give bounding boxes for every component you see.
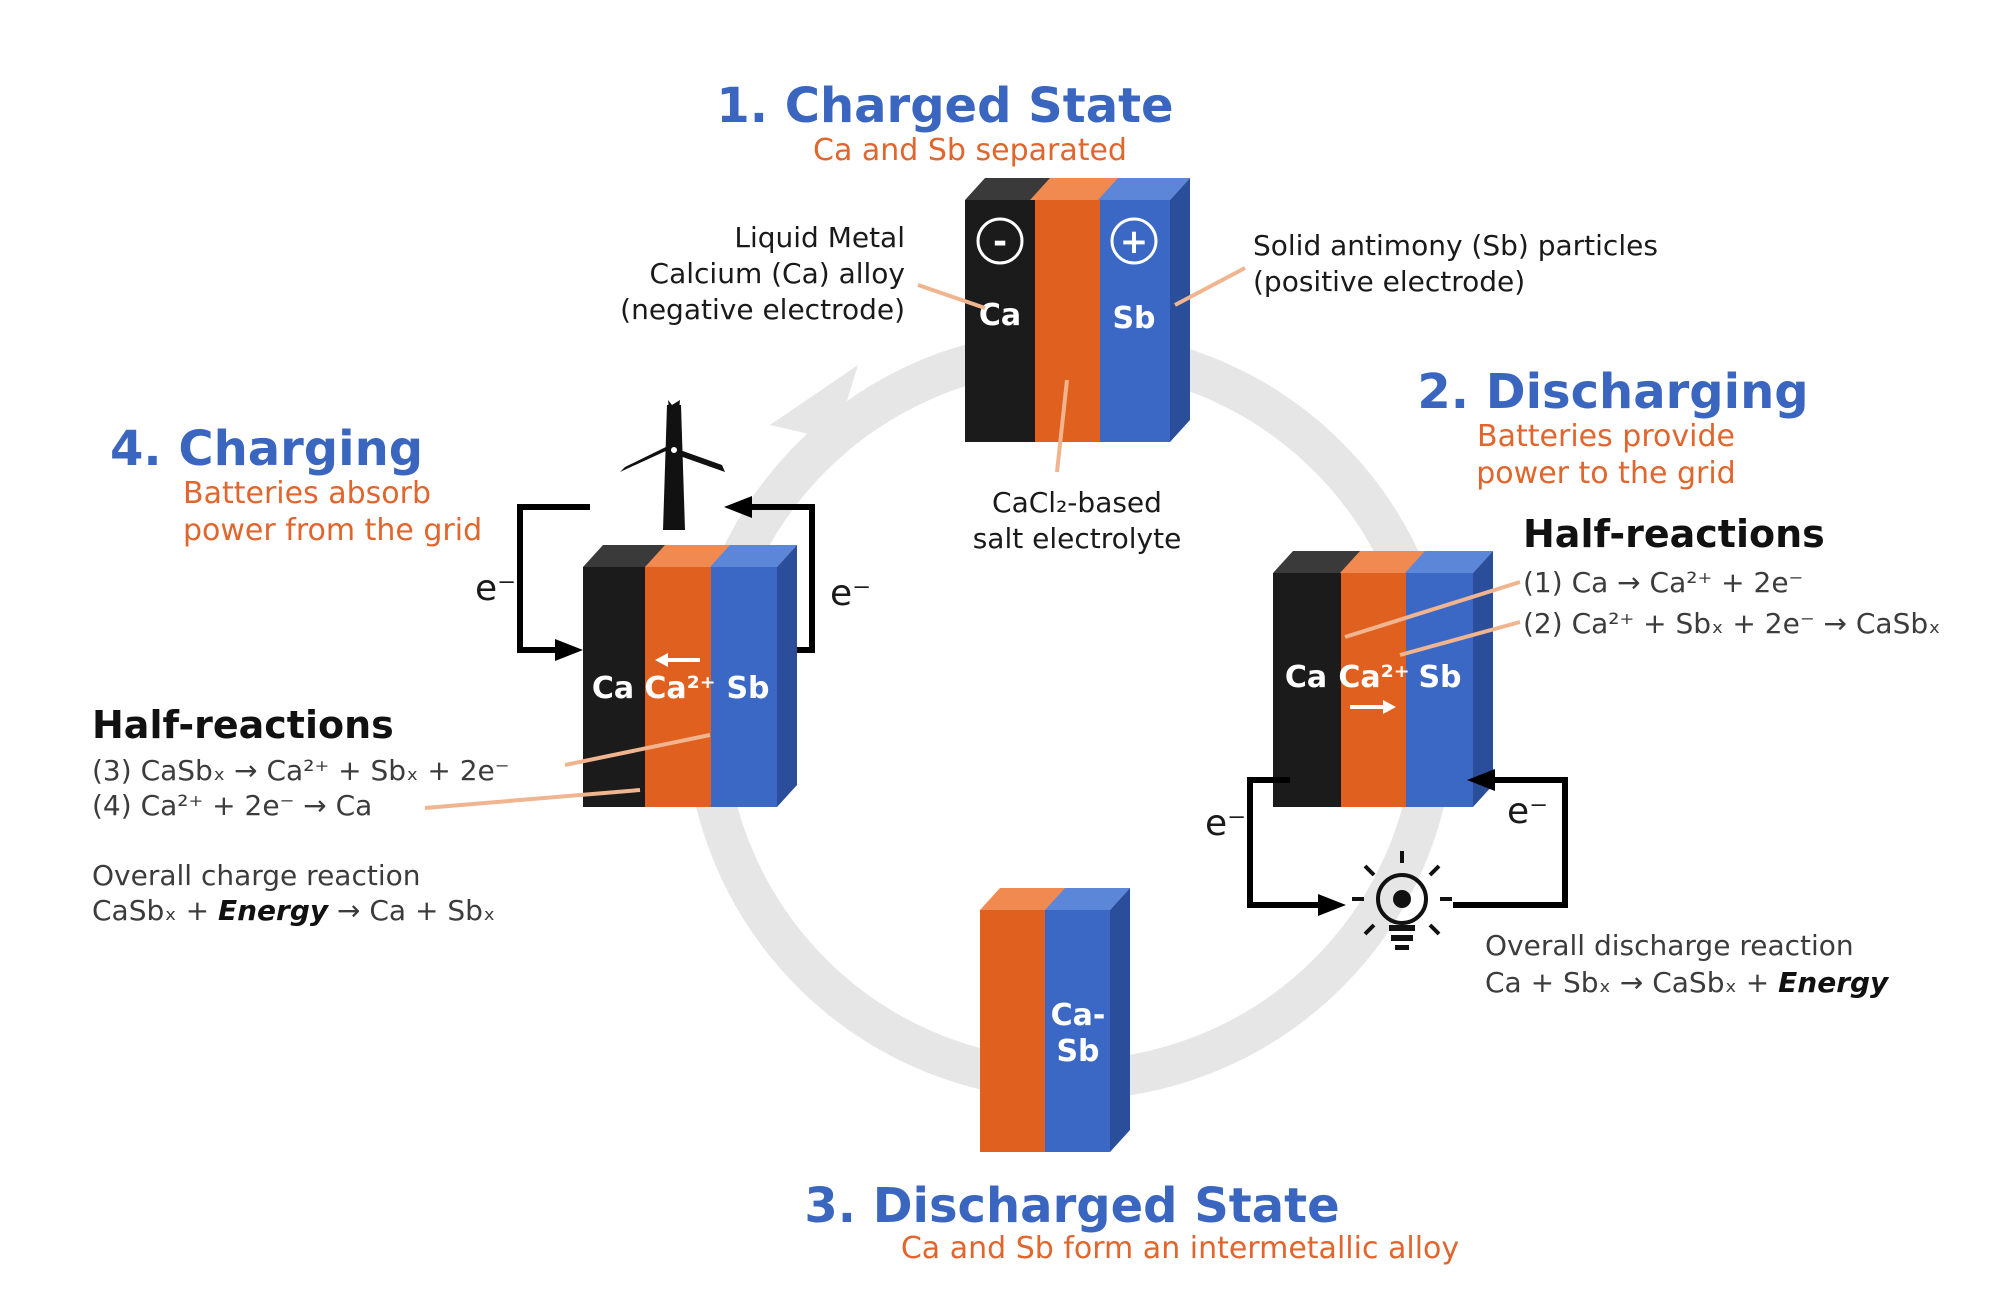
discharging-ca-ion-label: Ca²⁺	[1338, 660, 1409, 695]
discharge-circuit	[1247, 769, 1568, 916]
lightbulb-icon	[1352, 851, 1452, 950]
stage4-overall-eq-energy: Energy	[218, 894, 330, 927]
electrolyte-label-line1: CaCl₂-based	[992, 486, 1162, 519]
ion-flow-right-arrow-icon	[1350, 700, 1396, 714]
neg-electrode-label: Liquid Metal Calcium (Ca) alloy (negativ…	[620, 221, 986, 326]
stage4-half-reactions-header: Half-reactions	[92, 703, 394, 747]
stage1-title: 1. Charged State	[716, 78, 1173, 134]
discharging-cell-electrolyte	[1341, 573, 1407, 807]
charging-ca-ion-label: Ca²⁺	[644, 671, 715, 706]
discharged-cell-casb-alloy	[1045, 910, 1110, 1152]
pos-electrode-label: Solid antimony (Sb) particles (positive …	[1174, 229, 1658, 307]
stage4-title: 4. Charging	[110, 421, 423, 477]
stage4-reaction-4: (4) Ca²⁺ + 2e⁻ → Ca	[92, 789, 372, 822]
stage-charged-state: 1. Charged State Ca and Sb separated - +…	[620, 78, 1658, 555]
charging-sb-label: Sb	[726, 671, 769, 706]
charging-cell: Ca Ca²⁺ Sb	[583, 545, 797, 807]
stage2-overall-eq-energy: Energy	[1778, 966, 1890, 999]
stage2-reaction-2: (2) Ca²⁺ + Sbₓ + 2e⁻ → CaSbₓ	[1523, 607, 1941, 640]
stage4-subtitle-line1: Batteries absorb	[183, 476, 431, 511]
stage2-reaction-1: (1) Ca → Ca²⁺ + 2e⁻	[1523, 566, 1803, 599]
discharged-cell-electrolyte	[980, 910, 1046, 1152]
charged-cell: - + Ca Sb	[965, 178, 1190, 442]
positive-sign: +	[1120, 222, 1149, 262]
stage4-overall-eq-end: → Ca + Sbₓ	[328, 894, 495, 927]
stage2-electron-right: e⁻	[1507, 791, 1548, 832]
stage-discharging: 2. Discharging Batteries provide power t…	[1205, 364, 1941, 999]
neg-electrode-label-line3: (negative electrode)	[620, 293, 905, 326]
cycle-arrowhead	[770, 365, 858, 440]
charging-cell-sb-electrode	[711, 567, 777, 807]
charging-cell-electrolyte	[645, 567, 713, 807]
stage1-subtitle: Ca and Sb separated	[813, 133, 1127, 168]
stage4-subtitle-line2: power from the grid	[183, 513, 482, 548]
stage2-overall-eq-main: Ca + Sbₓ → CaSbₓ +	[1485, 966, 1778, 999]
stage-charging: 4. Charging Batteries absorb power from …	[92, 400, 871, 927]
stage2-title: 2. Discharging	[1417, 364, 1808, 420]
stage2-subtitle-line1: Batteries provide	[1477, 419, 1735, 454]
stage2-overall-equation: Ca + Sbₓ → CaSbₓ + Energy	[1485, 966, 1890, 999]
charged-cell-electrolyte	[1035, 200, 1101, 442]
electrolyte-label-line2: salt electrolyte	[973, 522, 1182, 555]
stage4-electron-right: e⁻	[830, 573, 871, 614]
stage4-electron-left: e⁻	[475, 568, 516, 609]
pos-electrode-label-line1: Solid antimony (Sb) particles	[1253, 229, 1658, 262]
alloy-label-line2: Sb	[1056, 1034, 1099, 1069]
neg-electrode-label-line2: Calcium (Ca) alloy	[650, 257, 905, 290]
discharging-cell: Ca Ca²⁺ Sb	[1273, 551, 1493, 807]
positive-terminal-icon	[1110, 217, 1158, 265]
stage2-electron-left: e⁻	[1205, 803, 1246, 844]
charging-ca-label: Ca	[592, 671, 634, 706]
discharging-cell-sb-electrode	[1406, 573, 1473, 807]
alloy-label-line1: Ca-	[1051, 998, 1106, 1033]
neg-electrode-label-line1: Liquid Metal	[734, 221, 905, 254]
charged-ca-label: Ca	[979, 298, 1021, 333]
charging-cell-ca-electrode	[583, 567, 651, 807]
electrolyte-label: CaCl₂-based salt electrolyte	[973, 379, 1182, 555]
discharging-ca-label: Ca	[1285, 660, 1327, 695]
stage4-overall-label: Overall charge reaction	[92, 859, 421, 892]
charged-sb-label: Sb	[1112, 301, 1155, 336]
discharged-cell: Ca- Sb	[980, 888, 1130, 1152]
stage2-overall-label: Overall discharge reaction	[1485, 929, 1854, 962]
stage2-half-reactions-header: Half-reactions	[1523, 512, 1825, 556]
discharging-cell-ca-electrode	[1273, 573, 1343, 807]
stage2-subtitle-line2: power to the grid	[1476, 456, 1735, 491]
negative-terminal-icon	[976, 217, 1024, 265]
discharging-sb-label: Sb	[1418, 660, 1461, 695]
stage3-subtitle: Ca and Sb form an intermetallic alloy	[901, 1231, 1459, 1266]
stage3-title: 3. Discharged State	[804, 1178, 1339, 1234]
stage4-reaction-3: (3) CaSbₓ → Ca²⁺ + Sbₓ + 2e⁻	[92, 754, 510, 787]
negative-sign: -	[993, 222, 1007, 262]
stage-discharged-state: Ca- Sb 3. Discharged State Ca and Sb for…	[804, 888, 1459, 1266]
stage4-overall-eq-start: CaSbₓ +	[92, 894, 218, 927]
stage4-overall-equation: CaSbₓ + Energy → Ca + Sbₓ	[92, 894, 495, 927]
ion-flow-left-arrow-icon	[655, 653, 700, 667]
pos-electrode-label-line2: (positive electrode)	[1253, 265, 1525, 298]
wind-turbine-icon	[620, 400, 725, 530]
